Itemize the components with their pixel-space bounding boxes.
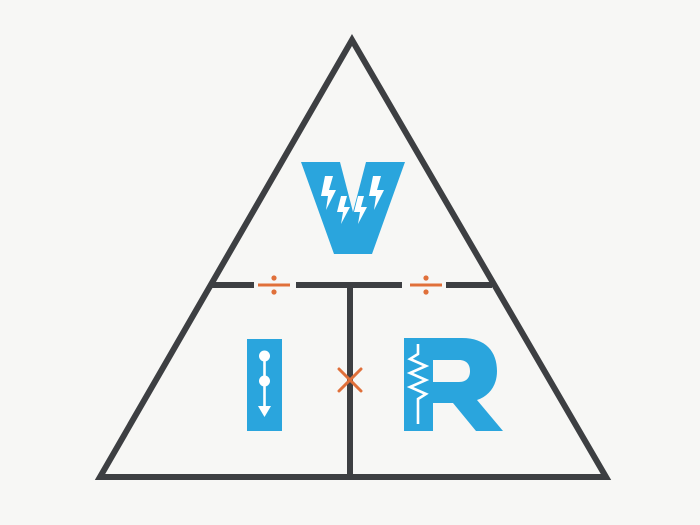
divide-right-text: ÷ <box>422 272 430 283</box>
current-flow-arrow-icon <box>258 350 271 417</box>
top-letter-text: V <box>340 232 347 243</box>
multiply-text: × <box>346 376 354 387</box>
right-letter-text: R <box>440 412 447 423</box>
resistor-zigzag-icon <box>406 344 430 424</box>
left-letter-text: I <box>260 412 263 423</box>
lightning-bolt-icon <box>321 176 384 224</box>
resistance-letter-r <box>404 338 503 431</box>
divide-left-text: ÷ <box>270 272 278 283</box>
divide-symbol-left <box>258 275 290 295</box>
current-letter-i <box>247 339 282 431</box>
divide-symbol-right <box>410 275 442 295</box>
multiply-symbol <box>337 367 363 393</box>
voltage-letter-v <box>301 162 405 254</box>
